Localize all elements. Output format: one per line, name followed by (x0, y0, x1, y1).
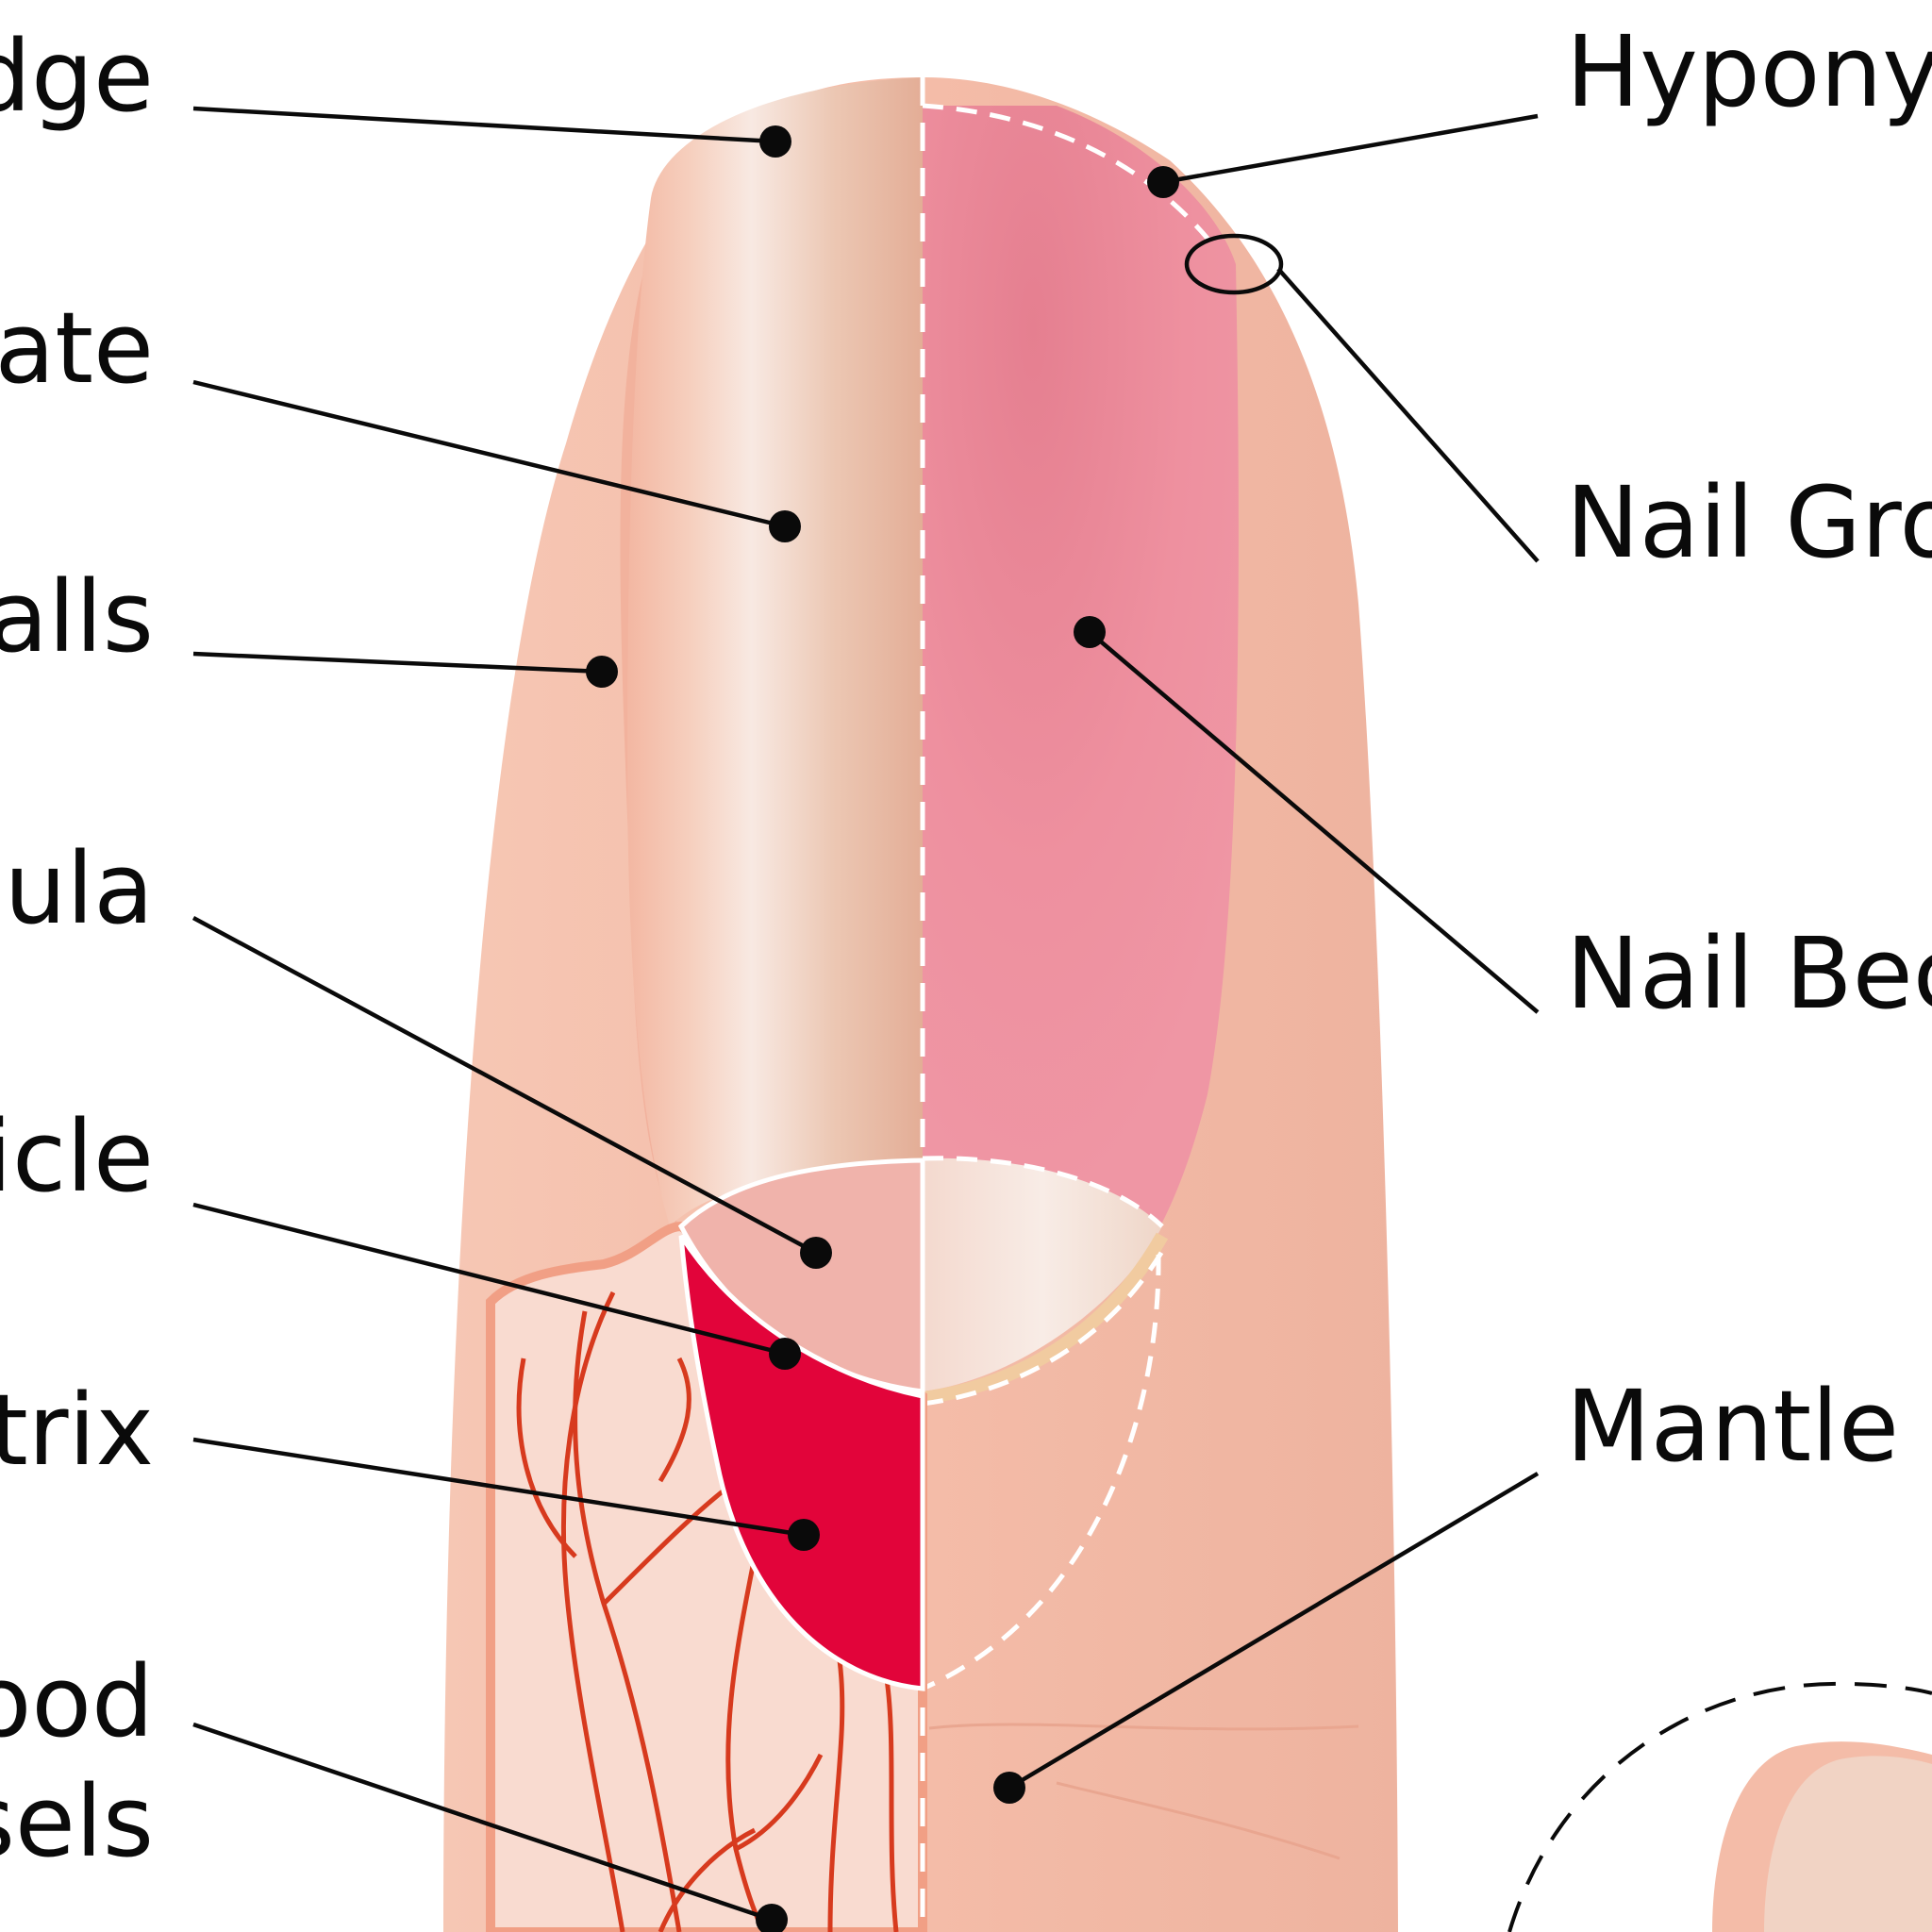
label-blood-vessels-line2: sels (0, 1764, 154, 1879)
dot-mantle (993, 1772, 1025, 1804)
label-free-edge: dge (0, 19, 154, 134)
label-nail-walls: Valls (0, 559, 154, 675)
dot-matrix (788, 1519, 820, 1551)
dot-free-edge (759, 125, 791, 158)
labels-right: Hypony Nail Gro Nail Bec Mantle (1566, 14, 1932, 1484)
label-nail-bed: Nail Bec (1566, 916, 1932, 1031)
label-blood-vessels-line1: ood (0, 1644, 154, 1759)
nail-plate-left-half (627, 77, 923, 1226)
dot-hyponychium (1147, 166, 1179, 198)
dot-lunula (800, 1237, 832, 1269)
label-hyponychium: Hypony (1566, 14, 1932, 129)
label-matrix: trix (0, 1373, 154, 1488)
label-mantle: Mantle (1566, 1369, 1899, 1484)
dot-blood-vessels (756, 1904, 788, 1932)
nail-groove-marker (1184, 233, 1284, 295)
dot-nail-plate (769, 510, 801, 542)
label-cuticle: icle (0, 1099, 154, 1214)
leader-lines (192, 106, 1540, 1932)
dot-cuticle (769, 1338, 801, 1370)
dot-nail-walls (586, 656, 618, 688)
labels-left: dge ate Valls nula icle trix ood sels (0, 19, 154, 1879)
dot-nail-bed (1074, 616, 1106, 648)
label-lunula: nula (0, 831, 154, 946)
label-nail-plate: ate (0, 291, 154, 406)
nail-bed-right-half (923, 103, 1359, 1860)
detail-callout (1507, 1681, 1932, 1932)
label-nail-groove: Nail Gro (1566, 465, 1932, 580)
